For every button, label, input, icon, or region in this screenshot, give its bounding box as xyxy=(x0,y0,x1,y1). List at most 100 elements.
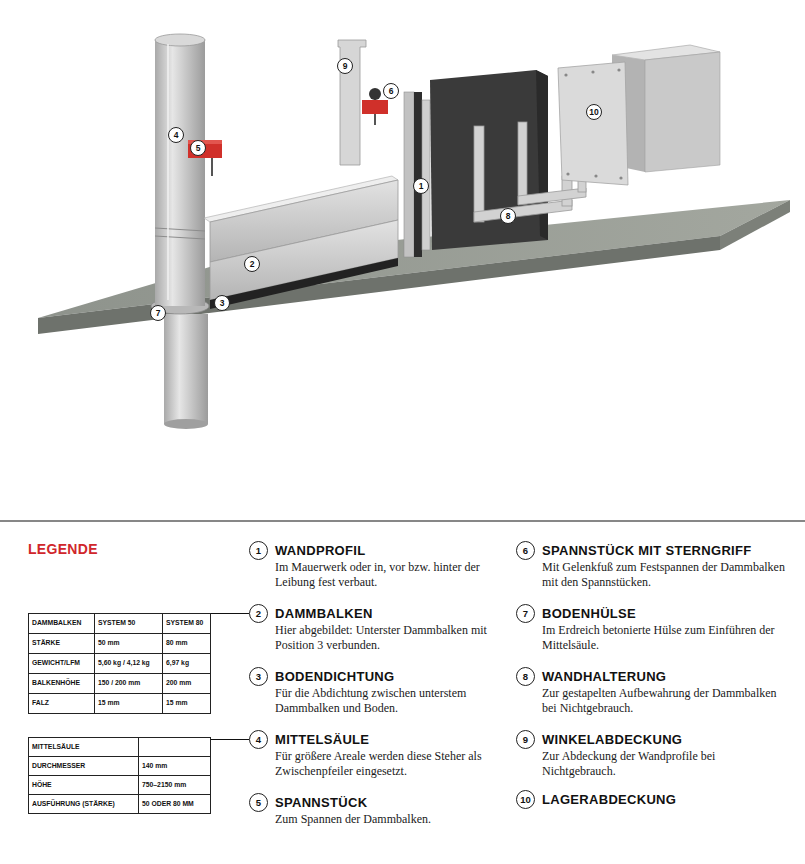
legend-number: 7 xyxy=(516,604,535,623)
legend-number: 3 xyxy=(249,667,268,686)
table-cell: STÄRKE xyxy=(29,634,95,654)
legend-number: 8 xyxy=(516,667,535,686)
legend-title: WINKELABDECKUNG xyxy=(542,730,786,749)
legend-title: BODENHÜLSE xyxy=(542,604,786,623)
leader-connector xyxy=(211,613,249,614)
legend-entry: 7 BODENHÜLSEIm Erdreich betonierte Hülse … xyxy=(516,604,786,653)
cover-plate-holes xyxy=(564,68,622,179)
callout-number: 5 xyxy=(196,144,201,153)
table-cell: 15 mm xyxy=(95,694,163,714)
legend-heading: LEGENDE xyxy=(28,541,98,557)
column-ring xyxy=(155,228,205,231)
legend-description: Mit Gelenkfuß zum Festspannen der Dammba… xyxy=(542,560,786,590)
legend-description: Zur Abdeckung der Wandprofile bei Nichtg… xyxy=(542,749,786,779)
spec-table: DAMMBALKENSYSTEM 50SYSTEM 80 STÄRKE50 mm8… xyxy=(28,613,211,714)
callout-number: 7 xyxy=(156,309,161,318)
callout-circle: 3 xyxy=(214,295,230,311)
legend-number: 10 xyxy=(516,790,535,809)
legend-description: Im Mauerwerk oder in, vor bzw. hinter de… xyxy=(275,560,489,590)
table-cell: 5,60 kg / 4,12 kg xyxy=(95,654,163,674)
wall-profile-seal xyxy=(414,92,422,257)
beam-lower xyxy=(210,220,398,300)
clamp xyxy=(362,100,388,114)
legend-entry: 10 LAGERABDECKUNG xyxy=(516,790,786,809)
clamp-screw xyxy=(211,158,213,176)
cover-plate xyxy=(558,62,628,185)
callout-circle: 10 xyxy=(586,104,602,120)
table-cell: GEWICHT/LFM xyxy=(29,654,95,674)
table-cell: 6,97 kg xyxy=(163,654,211,674)
legend-number: 9 xyxy=(516,730,535,749)
legend-title: LAGERABDECKUNG xyxy=(542,790,786,809)
column-ring xyxy=(155,236,205,239)
wall-block xyxy=(430,70,548,250)
legend-entry: 9 WINKELABDECKUNGZur Abdeckung der Wandpr… xyxy=(516,730,786,779)
callout-circle: 5 xyxy=(190,140,206,156)
angle-cover xyxy=(338,40,366,165)
wall-profile xyxy=(422,100,430,250)
table-cell: 200 mm xyxy=(163,674,211,694)
callout-circle: 1 xyxy=(413,178,429,194)
legend-entry: 2 DAMMBALKENHier abgebildet: Unterster Da… xyxy=(249,604,489,653)
legend-description: Zur gestapelten Aufbewahrung der Dammbal… xyxy=(542,686,786,716)
table-cell: 150 / 200 mm xyxy=(95,674,163,694)
legend-title: MITTELSÄULE xyxy=(275,730,489,749)
legend-entry: 5 SPANNSTÜCKZum Spannen der Dammbalken. xyxy=(249,793,489,827)
callout-circle: 4 xyxy=(168,127,184,143)
legend-description: Hier abgebildet: Unterster Dammbalken mi… xyxy=(275,623,489,653)
center-column xyxy=(155,40,205,306)
table-cell: AUSFÜHRUNG (STÄRKE) xyxy=(29,795,139,814)
divider-line xyxy=(0,520,805,521)
table-cell: SYSTEM 50 xyxy=(95,614,163,634)
legend-title: BODENDICHTUNG xyxy=(275,667,489,686)
table-cell: 140 mm xyxy=(139,757,211,776)
wall-profile xyxy=(404,92,414,257)
clamp xyxy=(188,140,222,158)
legend-title: DAMMBALKEN xyxy=(275,604,489,623)
legend-description: Im Erdreich betonierte Hülse zum Einführ… xyxy=(542,623,786,653)
ground-sleeve-bottom xyxy=(164,419,208,429)
table-cell: BALKENHÖHE xyxy=(29,674,95,694)
legend-number: 4 xyxy=(249,730,268,749)
callout-circle: 8 xyxy=(500,208,516,224)
table-cell: 50 ODER 80 MM xyxy=(139,795,211,814)
table-cell: DAMMBALKEN xyxy=(29,614,95,634)
legend-title: WANDPROFIL xyxy=(275,541,489,560)
table-cell: DURCHMESSER xyxy=(29,757,139,776)
callout-circle: 2 xyxy=(244,256,260,272)
callout-number: 2 xyxy=(250,260,255,269)
callout-circle: 7 xyxy=(150,305,166,321)
legend-description: Für die Abdichtung zwischen unterstem Da… xyxy=(275,686,489,716)
legend-description: Für größere Areale werden diese Steher a… xyxy=(275,749,489,779)
callout-number: 10 xyxy=(589,108,598,117)
legend-number: 1 xyxy=(249,541,268,560)
legend-entry: 6SPANNSTÜCK MIT STERNGRIFFMit Gelenkfuß … xyxy=(516,541,786,590)
legend-description: Zum Spannen der Dammbalken. xyxy=(275,812,489,827)
floor-seal xyxy=(210,258,398,309)
table-cell: 50 mm xyxy=(95,634,163,654)
legend-entry: 4 MITTELSÄULEFür größere Areale werden di… xyxy=(249,730,489,779)
table-cell: 80 mm xyxy=(163,634,211,654)
star-grip xyxy=(369,88,381,100)
legend-title: WANDHALTERUNG xyxy=(542,667,786,686)
spec-table: MITTELSÄULEDURCHMESSER140 mmHÖHE750–2150… xyxy=(28,737,211,814)
callout-number: 4 xyxy=(174,131,179,140)
callout-number: 3 xyxy=(220,299,225,308)
table-cell: 15 mm xyxy=(163,694,211,714)
legend-number: 6 xyxy=(516,541,535,560)
slab-end xyxy=(720,200,790,250)
table-cell: SYSTEM 80 xyxy=(163,614,211,634)
legend-title: SPANNSTÜCK xyxy=(275,793,489,812)
callout-number: 8 xyxy=(506,212,511,221)
cover-box-front xyxy=(645,52,720,172)
legend-entry: 8 WANDHALTERUNGZur gestapelten Aufbewahru… xyxy=(516,667,786,716)
leader-connector xyxy=(211,739,249,740)
table-cell: FALZ xyxy=(29,694,95,714)
callout-number: 9 xyxy=(343,62,348,71)
table-cell: MITTELSÄULE xyxy=(29,738,139,757)
legend-entry: 3 BODENDICHTUNGFür die Abdichtung zwische… xyxy=(249,667,489,716)
legend-number: 5 xyxy=(249,793,268,812)
legend-number: 2 xyxy=(249,604,268,623)
